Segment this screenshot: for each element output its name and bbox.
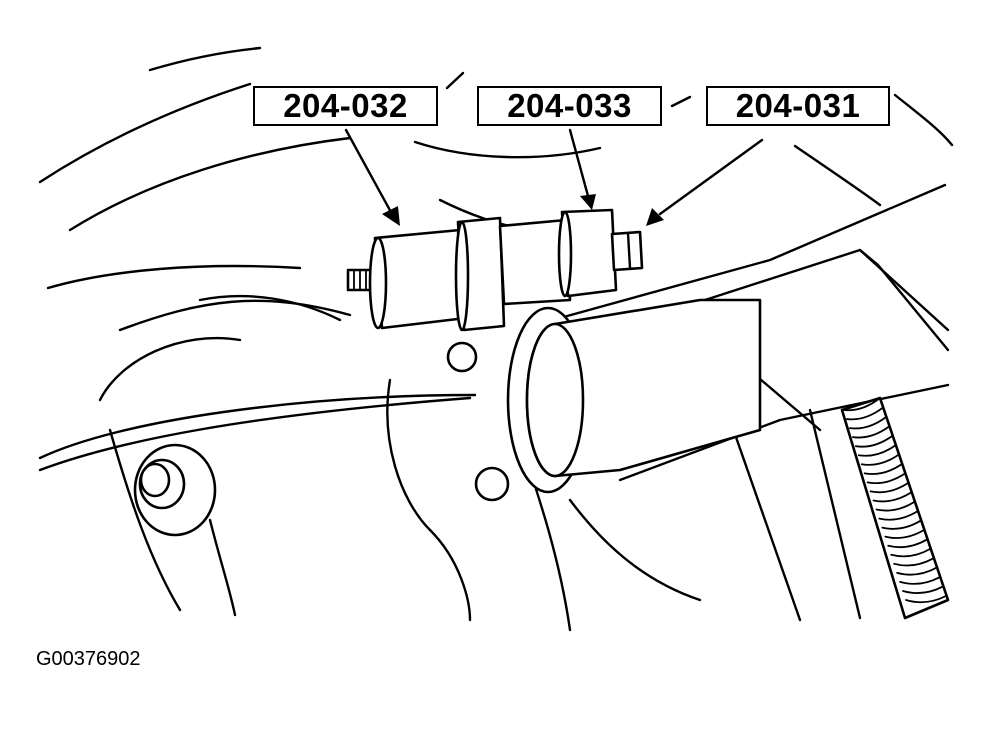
thread-ring bbox=[878, 510, 919, 521]
thread-ring bbox=[863, 463, 903, 475]
callout-204-033: 204-033 bbox=[477, 86, 662, 126]
arrow-head-204-033 bbox=[580, 194, 596, 210]
thread-ring bbox=[846, 406, 885, 421]
figure-id: G00376902 bbox=[36, 648, 141, 670]
thread-ring bbox=[854, 434, 894, 448]
thread-ring bbox=[872, 491, 913, 503]
callout-204-031: 204-031 bbox=[706, 86, 890, 126]
lower-bracket bbox=[38, 294, 702, 632]
threaded-rod bbox=[840, 396, 950, 620]
bushing bbox=[446, 298, 762, 494]
arrow-head-204-031 bbox=[646, 208, 664, 226]
thread-ring bbox=[866, 472, 907, 485]
thread-ring bbox=[884, 529, 925, 539]
thread-ring bbox=[890, 547, 932, 558]
thread-ring bbox=[893, 557, 935, 567]
tool-assembly bbox=[346, 208, 644, 332]
thread-ring bbox=[860, 453, 900, 466]
leader-arrows bbox=[344, 128, 764, 226]
thread-ring bbox=[843, 397, 881, 412]
thread-ring bbox=[902, 585, 944, 594]
thread-ring bbox=[905, 595, 947, 604]
thread-ring bbox=[887, 538, 929, 549]
thread-ring bbox=[851, 425, 891, 439]
thread-ring bbox=[869, 481, 910, 494]
thread-ring bbox=[896, 566, 938, 576]
thread-ring bbox=[899, 576, 941, 585]
thread-ring bbox=[881, 519, 922, 530]
callout-204-032: 204-032 bbox=[253, 86, 438, 126]
thread-ring bbox=[875, 500, 916, 512]
thread-ring bbox=[857, 444, 897, 457]
thread-ring bbox=[849, 415, 888, 430]
arrow-head-204-032 bbox=[382, 206, 400, 226]
